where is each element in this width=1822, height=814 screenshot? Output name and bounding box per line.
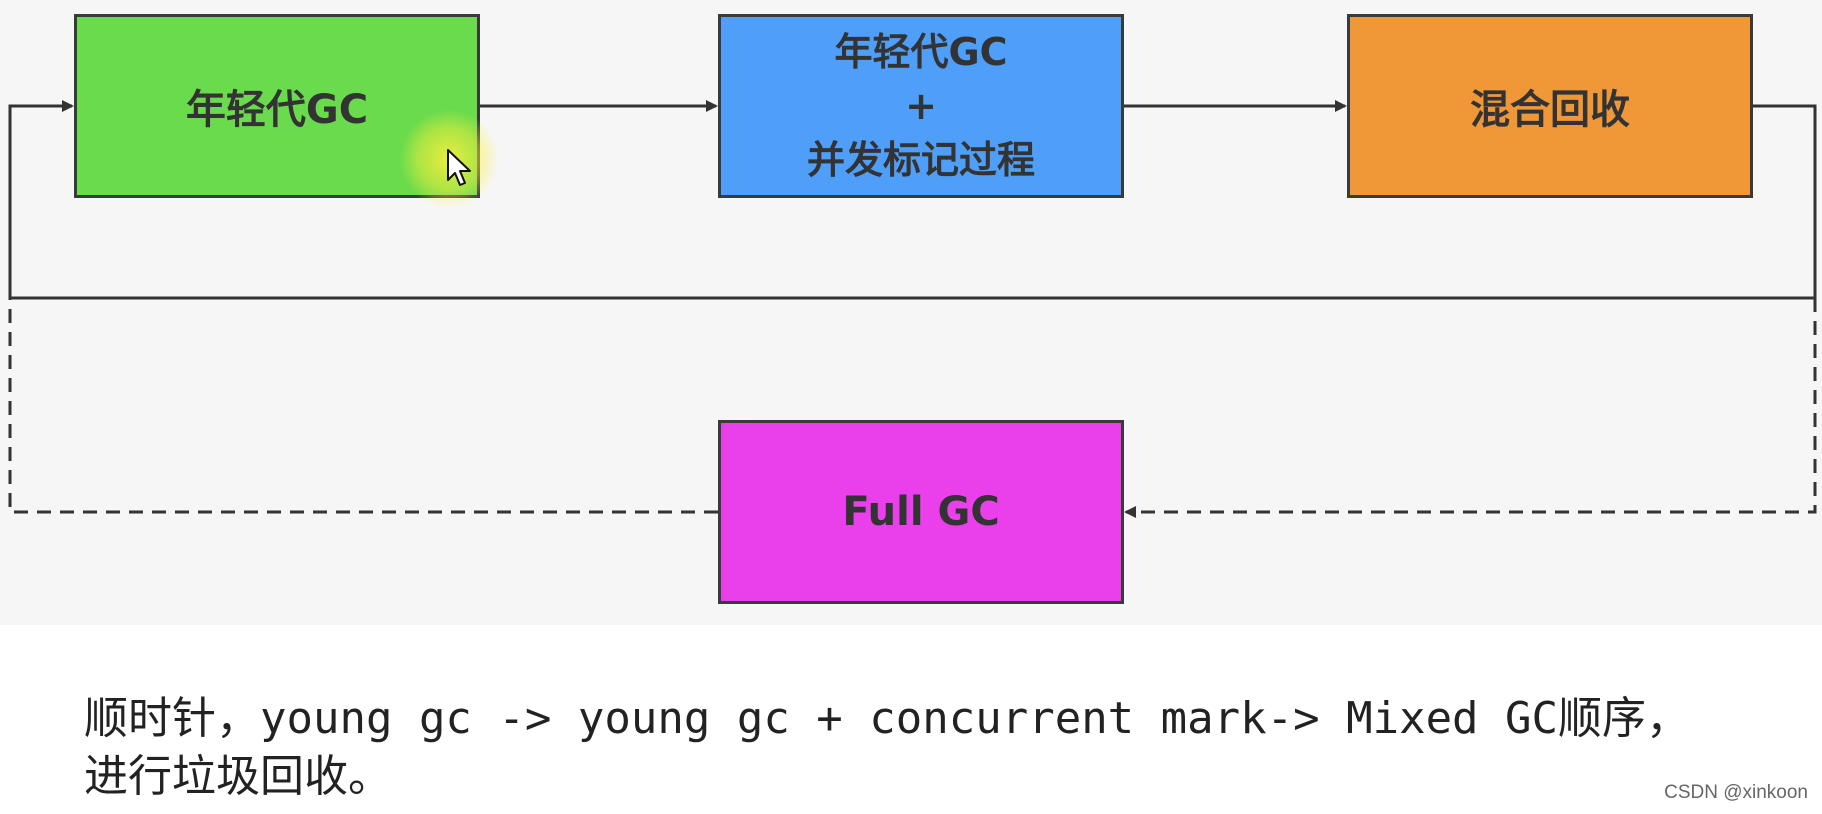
node-young-gc: 年轻代GC xyxy=(74,14,480,198)
diagram-panel: 年轻代GC 年轻代GC + 并发标记过程 混合回收 Full GC xyxy=(8,14,1817,604)
caption-line-2: 进行垃圾回收。 xyxy=(84,751,392,802)
caption: 顺时针，young gc -> young gc + concurrent ma… xyxy=(84,690,1690,806)
node-concurrent-line2: + xyxy=(905,84,937,128)
watermark: CSDN @xinkoon xyxy=(1664,782,1808,803)
node-young-gc-label: 年轻代GC xyxy=(185,87,369,133)
node-full-gc: Full GC xyxy=(718,420,1124,604)
flow-connectors xyxy=(8,100,1817,518)
edge-mixed-to-young-loop xyxy=(8,100,1817,300)
node-young-gc-plus-concurrent-mark: 年轻代GC + 并发标记过程 xyxy=(718,14,1124,198)
edge-full-to-young-dashed xyxy=(8,298,718,514)
node-concurrent-line3: 并发标记过程 xyxy=(806,138,1035,182)
caption-line-1: 顺时针，young gc -> young gc + concurrent ma… xyxy=(84,693,1691,744)
edge-mixed-to-full-dashed xyxy=(1124,298,1817,518)
node-mixed-gc-label: 混合回收 xyxy=(1470,87,1630,133)
node-concurrent-line1: 年轻代GC xyxy=(834,30,1008,74)
node-full-gc-label: Full GC xyxy=(842,489,1000,535)
mouse-cursor-icon xyxy=(447,149,471,186)
node-mixed-gc: 混合回收 xyxy=(1347,14,1753,198)
